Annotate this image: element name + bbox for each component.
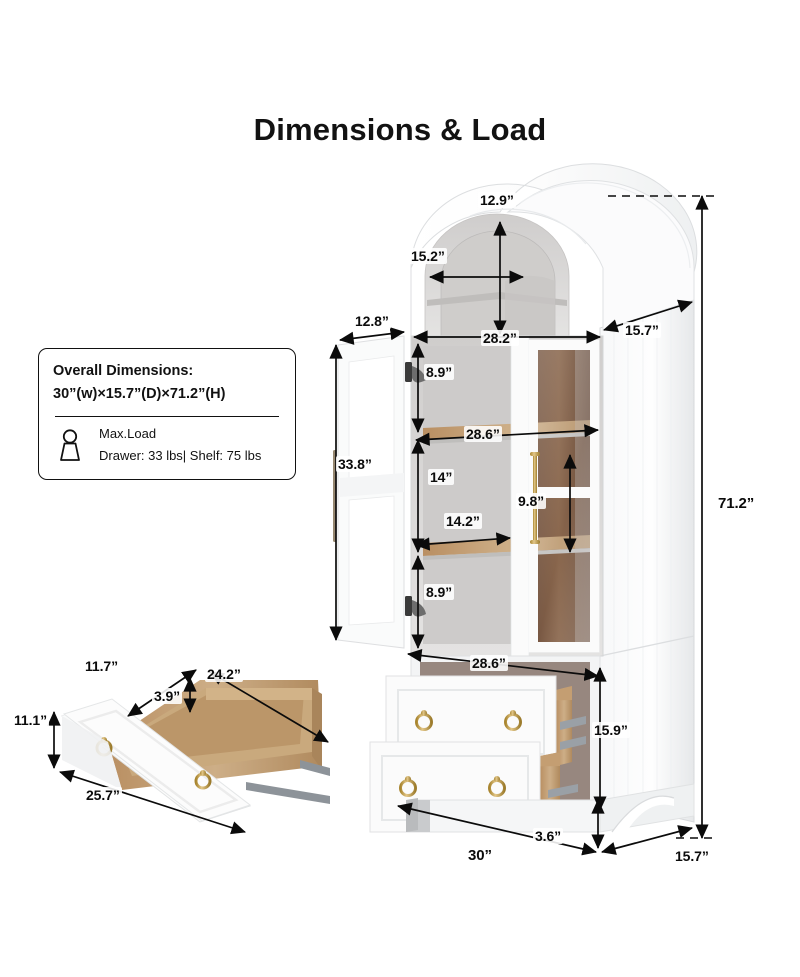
weight-icon: [53, 426, 87, 467]
overall-dimensions-box: Overall Dimensions: 30”(w)×15.7”(D)×71.2…: [38, 348, 296, 481]
dim-shelf-width: 28.6”: [464, 426, 502, 442]
dimension-lines: [47, 194, 709, 856]
dim-drawer-outer-width: 25.7”: [84, 787, 122, 803]
dim-base-clearance: 3.6”: [533, 828, 564, 844]
dim-drawer-inner-depth: 11.7”: [83, 658, 120, 674]
info-box-divider: [55, 416, 279, 418]
dim-top-depth: 15.7”: [623, 322, 661, 338]
dim-shelf-depth: 14.2”: [444, 513, 482, 529]
dim-drawer-front-width: 28.6”: [470, 655, 508, 671]
dim-door-width: 12.8”: [353, 313, 391, 329]
max-load-values: Drawer: 33 lbs| Shelf: 75 lbs: [99, 447, 262, 463]
drawer-pull[interactable]: [504, 710, 522, 731]
dim-total-width: 30”: [466, 847, 494, 864]
dim-niche-height: 12.9”: [478, 192, 516, 208]
dim-middle-compartment-height: 14”: [428, 469, 455, 485]
drawer-pull[interactable]: [399, 776, 417, 797]
max-load-label: Max.Load: [99, 426, 157, 442]
drawer-pull[interactable]: [415, 710, 433, 731]
dim-drawer-front-height: 11.1”: [12, 712, 49, 728]
dim-glass-pane-height: 9.8”: [516, 493, 547, 509]
dim-base-depth: 15.7”: [673, 848, 711, 864]
extension-lines: [608, 195, 716, 839]
dim-lower-shelf-gap: 8.9”: [424, 584, 455, 600]
dim-total-height: 71.2”: [716, 495, 757, 512]
drawer-pull[interactable]: [488, 776, 506, 797]
page-title: Dimensions & Load: [253, 112, 547, 147]
info-box-overall-dimensions: 30”(w)×15.7”(D)×71.2”(H): [53, 385, 226, 402]
dim-drawer-section-height: 15.9”: [592, 722, 630, 738]
dim-door-height: 33.8”: [336, 456, 374, 472]
cabinet-illustration: [333, 163, 698, 836]
dim-drawer-inner-width: 24.2”: [205, 666, 243, 682]
glass-door-left-open[interactable]: [333, 335, 426, 649]
dim-niche-width: 15.2”: [409, 248, 447, 264]
dim-drawer-inner-height: 3.9”: [152, 688, 183, 704]
info-box-heading: Overall Dimensions:: [53, 363, 194, 379]
dim-upper-shelf-gap: 8.9”: [424, 364, 455, 380]
dim-cabinet-inner-width: 28.2”: [481, 330, 519, 346]
